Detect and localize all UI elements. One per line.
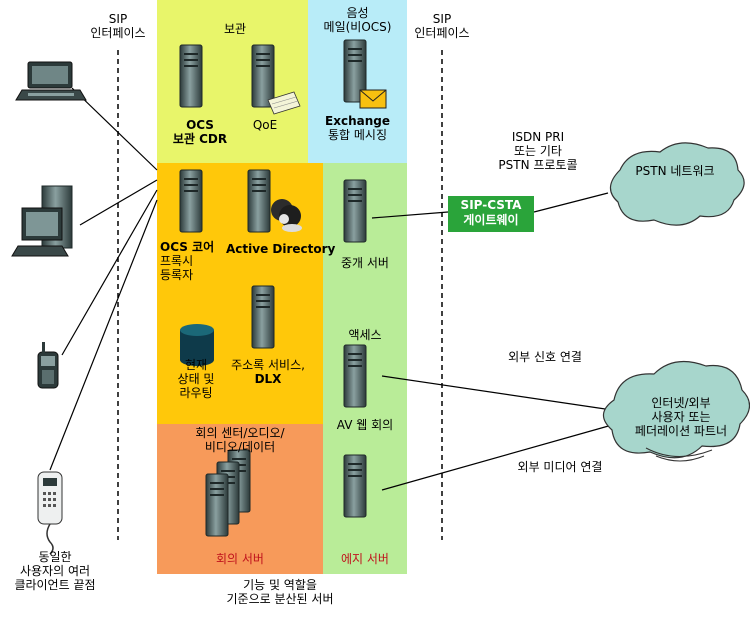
mediation-server-label: 중개 서버 <box>341 256 389 270</box>
external-media-label: 외부 미디어 연결 <box>517 460 603 474</box>
pstn-network-label: PSTN 네트워크 <box>635 164 715 178</box>
mediation-server-icon <box>343 179 367 243</box>
presence-database-icon <box>180 324 214 366</box>
qoe-label: QoE <box>252 118 278 132</box>
laptop-icon <box>15 61 87 101</box>
users-group-icon <box>271 199 302 232</box>
ocs-archive-server-icon <box>179 44 203 108</box>
qoe-server-icon <box>251 44 275 108</box>
active-directory-server-icon <box>247 169 271 233</box>
address-book-label: 주소록 서비스,DLX <box>231 358 305 386</box>
gateway-pstn-line <box>533 192 609 213</box>
mobile-connection-line <box>61 189 158 356</box>
mediation-gateway-line <box>371 211 449 219</box>
conference-server-label: 회의 서버 <box>216 552 264 566</box>
access-label: 액세스 <box>348 328 382 342</box>
qoe-report-icon <box>267 91 301 115</box>
av-conference-label: AV 웹 회의 <box>336 418 394 432</box>
ocs-core-server-icon <box>179 169 203 233</box>
av-conference-server-icon <box>343 344 367 408</box>
laptop-connection-line <box>71 87 158 171</box>
ip-phone-icon <box>37 471 63 555</box>
desktop-icon <box>11 185 73 257</box>
mail-envelope-icon <box>359 89 387 109</box>
ipphone-connection-line <box>49 199 158 471</box>
external-media-line <box>381 424 613 491</box>
address-book-server-icon <box>251 285 275 349</box>
desktop-connection-line <box>79 179 158 226</box>
conference-server-stack-icon <box>205 449 251 537</box>
archive-title: 보관 <box>223 22 247 36</box>
external-signal-label: 외부 신호 연결 <box>508 350 582 364</box>
pstn-cloud-icon <box>609 142 745 226</box>
internet-cloud-icon <box>602 360 750 462</box>
edge-server-label: 에지 서버 <box>341 552 389 566</box>
edge-server-icon <box>343 454 367 518</box>
external-signal-line <box>381 375 613 411</box>
mobile-phone-icon <box>37 342 59 389</box>
conference-title: 회의 센터/오디오/비디오/데이터 <box>195 426 285 454</box>
active-directory-label: Active Directory <box>226 242 336 256</box>
